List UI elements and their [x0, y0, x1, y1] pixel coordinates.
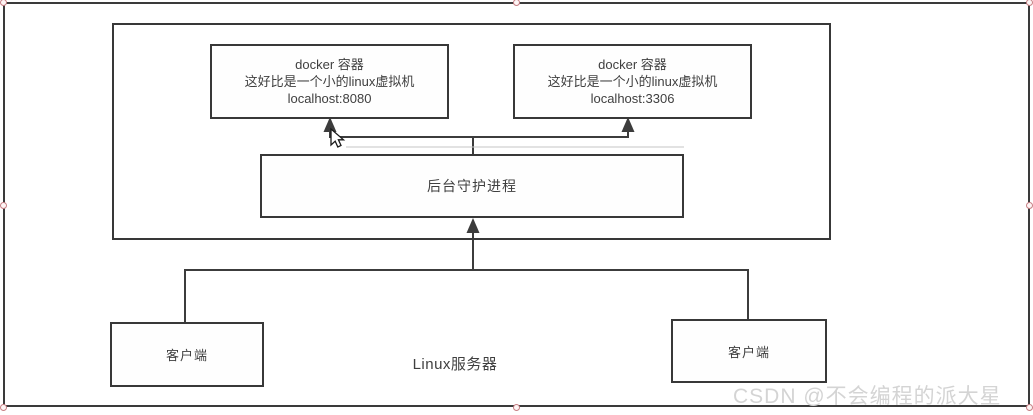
server-label: Linux服务器 — [412, 356, 498, 373]
container-address: localhost:8080 — [287, 91, 372, 106]
daemon-label: 后台守护进程 — [427, 178, 517, 194]
container-subtitle: 这好比是一个小的linux虚拟机 — [244, 74, 415, 89]
selection-handle-left-middle[interactable] — [0, 201, 7, 209]
docker-container-box-1: docker 容器 这好比是一个小的linux虚拟机 localhost:808… — [210, 44, 449, 119]
container-address: localhost:3306 — [590, 91, 675, 106]
docker-container-box-2: docker 容器 这好比是一个小的linux虚拟机 localhost:330… — [513, 44, 752, 119]
docker-host-box — [112, 23, 831, 240]
selection-handle-bottom-left[interactable] — [0, 403, 7, 411]
container-title: docker 容器 — [598, 57, 667, 72]
selection-handle-top-right[interactable] — [1025, 0, 1033, 6]
selection-handle-bottom-right[interactable] — [1025, 403, 1033, 411]
container-subtitle: 这好比是一个小的linux虚拟机 — [547, 74, 718, 89]
selection-handle-right-middle[interactable] — [1025, 201, 1033, 209]
selection-handle-top-center[interactable] — [512, 0, 520, 6]
selection-handle-top-left[interactable] — [0, 0, 7, 6]
container-title: docker 容器 — [295, 57, 364, 72]
client-label: 客户端 — [727, 344, 770, 360]
daemon-box: 后台守护进程 — [260, 154, 684, 218]
client-label: 客户端 — [165, 348, 208, 363]
watermark-text: CSDN @不会编程的派大星 — [733, 385, 1002, 408]
selection-handle-bottom-center[interactable] — [512, 403, 520, 411]
client-box-right: 客户端 — [671, 319, 827, 383]
client-box-left: 客户端 — [110, 322, 264, 387]
